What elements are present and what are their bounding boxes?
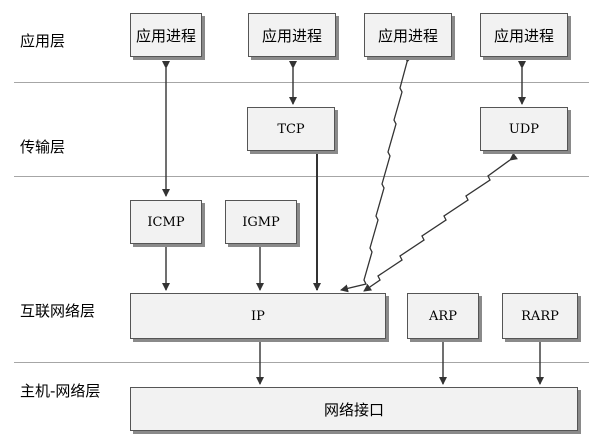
arp-box: ARP: [407, 293, 479, 339]
app-process-box-1: 应用进程: [130, 13, 202, 57]
icmp-box: ICMP: [130, 200, 202, 244]
ip-box: IP: [130, 293, 386, 339]
arrow-app3-ip: [340, 54, 413, 293]
igmp-box: IGMP: [225, 200, 297, 244]
app-process-box-3: 应用进程: [364, 13, 452, 57]
layer-label-host-network: 主机-网络层: [20, 382, 101, 400]
separator-internet-host: [14, 362, 589, 363]
layer-label-internet: 互联网络层: [20, 302, 96, 320]
separator-app-transport: [14, 82, 589, 83]
separator-transport-internet: [14, 176, 589, 177]
arrow-udp-ip: [363, 152, 519, 292]
rarp-box: RARP: [502, 293, 578, 339]
app-process-box-2: 应用进程: [248, 13, 336, 57]
layer-label-transport: 传输层: [20, 138, 66, 156]
layer-label-application: 应用层: [20, 32, 66, 50]
tcp-box: TCP: [247, 107, 335, 151]
app-process-box-4: 应用进程: [480, 13, 568, 57]
network-interface-box: 网络接口: [130, 387, 578, 431]
udp-box: UDP: [480, 107, 568, 151]
